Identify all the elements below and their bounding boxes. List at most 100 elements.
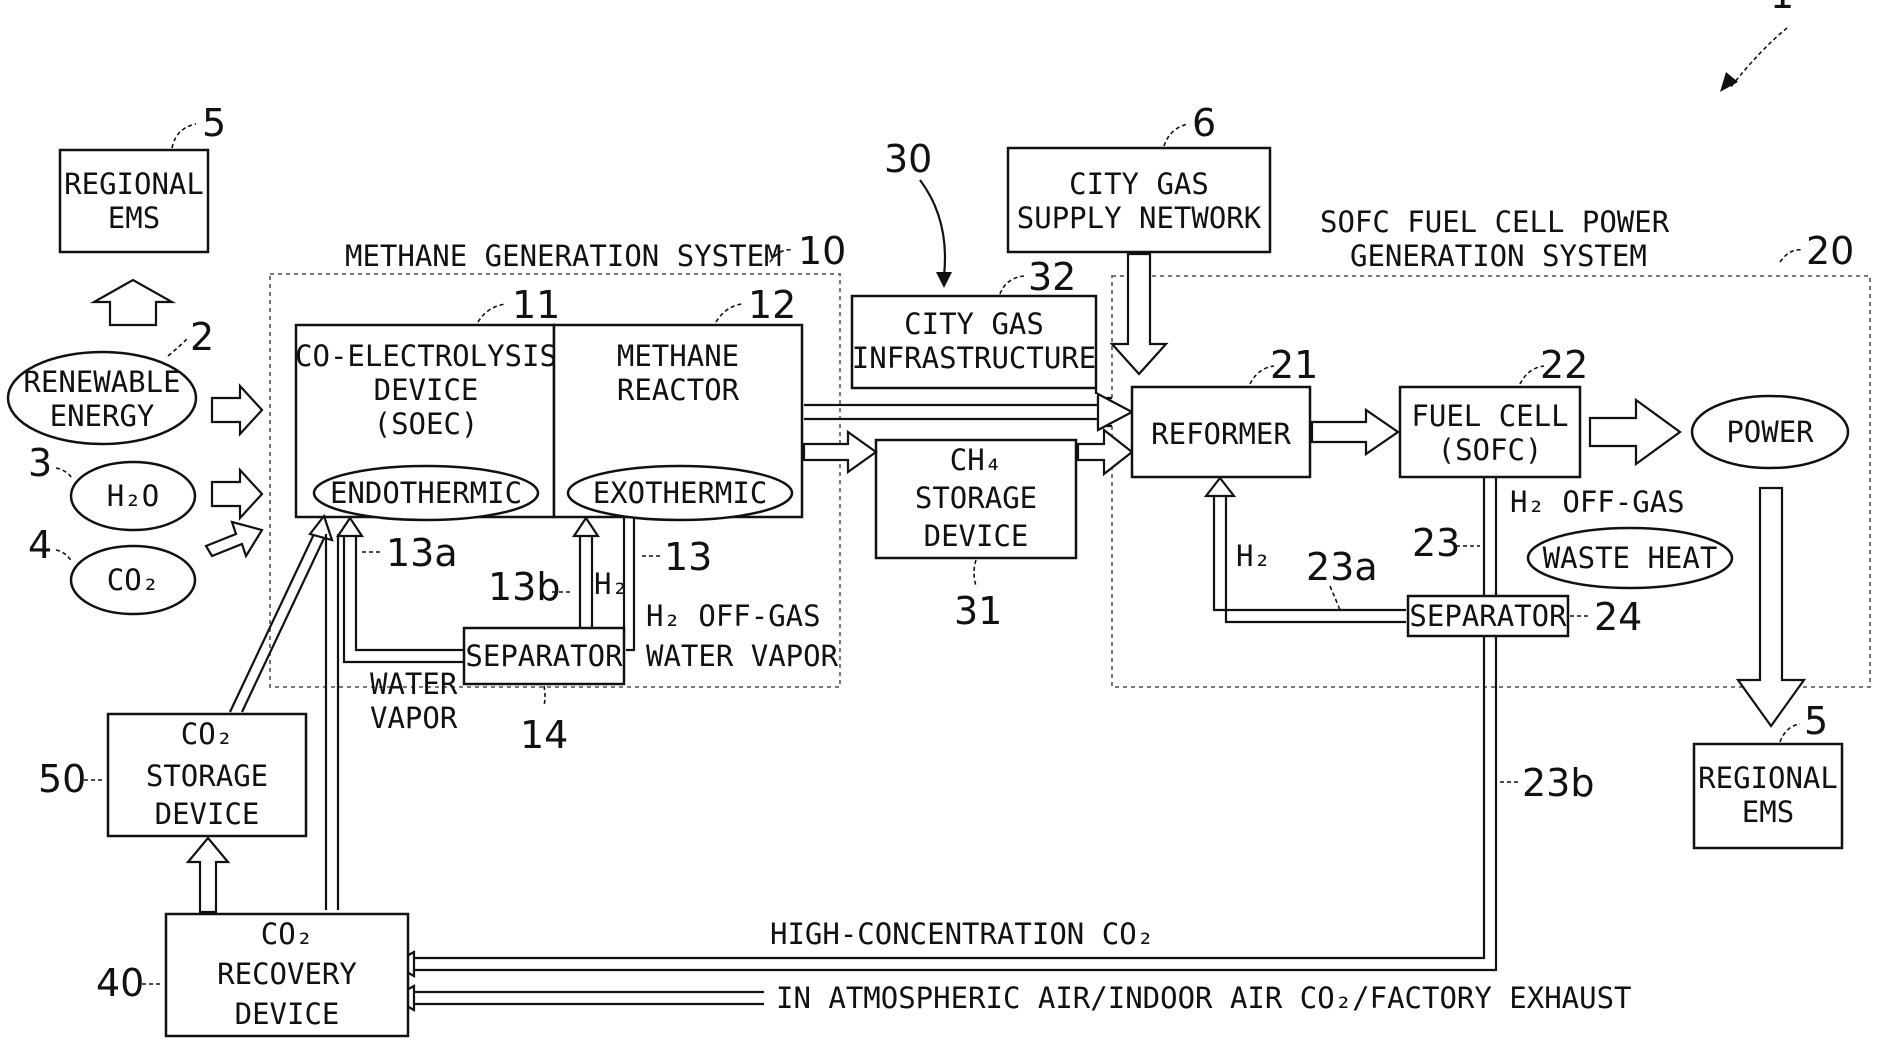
endothermic-label: ENDOTHERMIC xyxy=(330,476,522,510)
arrow-head-1 xyxy=(1720,72,1738,92)
co2-recovery-l1: CO₂ xyxy=(261,917,313,951)
methane-reactor-l2: REACTOR xyxy=(617,373,740,407)
arrow-renewable-in xyxy=(212,386,262,434)
leader-11 xyxy=(478,304,506,322)
waste-heat-label: WASTE HEAT xyxy=(1543,541,1718,575)
leader-6 xyxy=(1164,124,1188,146)
regional-ems-top-l2: EMS xyxy=(108,201,160,235)
ref-2: 2 xyxy=(190,315,214,359)
arrow-recovery-to-storage xyxy=(188,838,228,912)
co2-storage-l3: DEVICE xyxy=(155,797,260,831)
leader-30 xyxy=(920,180,945,276)
city-gas-infra-l2: INFRASTRUCTURE xyxy=(852,341,1096,375)
reformer-label: REFORMER xyxy=(1151,417,1291,451)
soec-l3: (SOEC) xyxy=(374,407,479,441)
pipe-co2-storage-to-soec-a xyxy=(230,534,314,712)
ref-23a: 23a xyxy=(1306,545,1378,589)
water-vapor-left-l1: WATER xyxy=(370,667,458,701)
arrow-ch4-to-reformer xyxy=(1078,430,1132,474)
ref-24: 24 xyxy=(1594,595,1642,639)
arrow-power-to-ems xyxy=(1738,488,1804,726)
ch4-storage-l2: STORAGE xyxy=(915,481,1037,515)
h2-13b-label: H₂ xyxy=(594,567,629,601)
ref-31: 31 xyxy=(954,589,1002,633)
city-gas-network-l2: SUPPLY NETWORK xyxy=(1017,201,1262,235)
ref-50: 50 xyxy=(38,757,86,801)
pipe-reactor-to-reformer-2 xyxy=(804,419,1112,426)
arrow-head-23a xyxy=(1206,478,1234,496)
regional-ems-bottom-l1: REGIONAL xyxy=(1698,761,1838,795)
fuel-cell-l1: FUEL CELL xyxy=(1411,399,1568,433)
leader-4 xyxy=(56,550,72,562)
leader-14 xyxy=(544,686,545,706)
arrow-fuelcell-to-power xyxy=(1590,400,1680,464)
ref-5-bottom: 5 xyxy=(1804,699,1828,743)
methane-reactor-l1: METHANE xyxy=(617,339,739,373)
co2-storage-l2: STORAGE xyxy=(146,759,268,793)
arrow-h2o-in xyxy=(212,470,262,518)
leader-5-top xyxy=(172,124,196,148)
regional-ems-bottom-l2: EMS xyxy=(1742,795,1794,829)
arrow-head-13a xyxy=(338,518,362,536)
leader-2 xyxy=(168,338,188,356)
co2-input-label: CO₂ xyxy=(107,563,159,597)
ref-12: 12 xyxy=(748,283,796,327)
pipe-co2-storage-to-soec-b xyxy=(242,534,326,712)
arrow-city-gas-to-reformer xyxy=(1112,254,1166,374)
ref-6: 6 xyxy=(1192,101,1216,145)
ref-14: 14 xyxy=(520,713,568,757)
city-gas-infra-l1: CITY GAS xyxy=(904,307,1044,341)
fuel-cell-l2: (SOFC) xyxy=(1438,433,1543,467)
ref-32: 32 xyxy=(1028,255,1076,299)
leader-3 xyxy=(56,468,72,478)
pipe-reactor-to-reformer-1 xyxy=(804,398,1112,405)
sofc-system-label-1: SOFC FUEL CELL POWER xyxy=(1320,205,1670,239)
sofc-system-label-2: GENERATION SYSTEM xyxy=(1350,239,1647,273)
arrow-head-13b xyxy=(574,518,598,536)
ref-21: 21 xyxy=(1270,343,1318,387)
ref-22: 22 xyxy=(1540,343,1588,387)
high-conc-co2-label: HIGH-CONCENTRATION CO₂ xyxy=(770,917,1154,951)
ref-13b: 13b xyxy=(488,565,560,609)
ref-4: 4 xyxy=(28,523,52,567)
separator-left-label: SEPARATOR xyxy=(465,639,623,673)
h2-offgas-right-label: H₂ OFF-GAS xyxy=(1510,485,1685,519)
arrow-co2-in xyxy=(206,522,262,556)
leader-20 xyxy=(1780,250,1802,262)
leader-23a xyxy=(1330,586,1340,610)
ref-23b: 23b xyxy=(1522,761,1594,805)
arrow-up-to-ems xyxy=(94,280,172,325)
ch4-storage-l1: CH₄ xyxy=(950,443,1002,477)
ref-5-top: 5 xyxy=(202,101,226,145)
co2-recovery-l3: DEVICE xyxy=(235,997,340,1031)
regional-ems-top-l1: REGIONAL xyxy=(64,167,204,201)
ref-10: 10 xyxy=(798,229,846,273)
co2-recovery-l2: RECOVERY xyxy=(217,957,357,991)
leader-5-bottom xyxy=(1780,724,1800,742)
ref-1: 1 xyxy=(1770,0,1794,17)
ref-20: 20 xyxy=(1806,229,1854,273)
arrow-head-reactor-to-reformer xyxy=(1098,394,1132,430)
separator-right-label: SEPARATOR xyxy=(1409,599,1567,633)
exothermic-label: EXOTHERMIC xyxy=(593,476,768,510)
h2-offgas-left-label: H₂ OFF-GAS xyxy=(646,599,821,633)
renewable-energy-l2: ENERGY xyxy=(50,399,155,433)
atmospheric-input-label: IN ATMOSPHERIC AIR/INDOOR AIR CO₂/FACTOR… xyxy=(776,981,1632,1015)
methane-generation-system-label: METHANE GENERATION SYSTEM xyxy=(345,239,782,273)
ref-30: 30 xyxy=(884,137,932,181)
arrow-reformer-to-fuelcell xyxy=(1312,410,1398,454)
power-label: POWER xyxy=(1726,415,1814,449)
leader-30-head xyxy=(936,272,952,288)
h2o-label: H₂O xyxy=(107,479,159,513)
leader-12 xyxy=(716,304,742,322)
ref-3: 3 xyxy=(28,441,52,485)
renewable-energy-l1: RENEWABLE xyxy=(23,365,180,399)
ref-23: 23 xyxy=(1412,521,1460,565)
h2-23a-label: H₂ xyxy=(1236,539,1271,573)
ch4-storage-l3: DEVICE xyxy=(924,519,1029,553)
water-vapor-right-label: WATER VAPOR xyxy=(646,639,839,673)
leader-1 xyxy=(1730,28,1787,88)
soec-l1: CO-ELECTROLYSIS xyxy=(295,339,557,373)
ref-13a: 13a xyxy=(386,531,458,575)
